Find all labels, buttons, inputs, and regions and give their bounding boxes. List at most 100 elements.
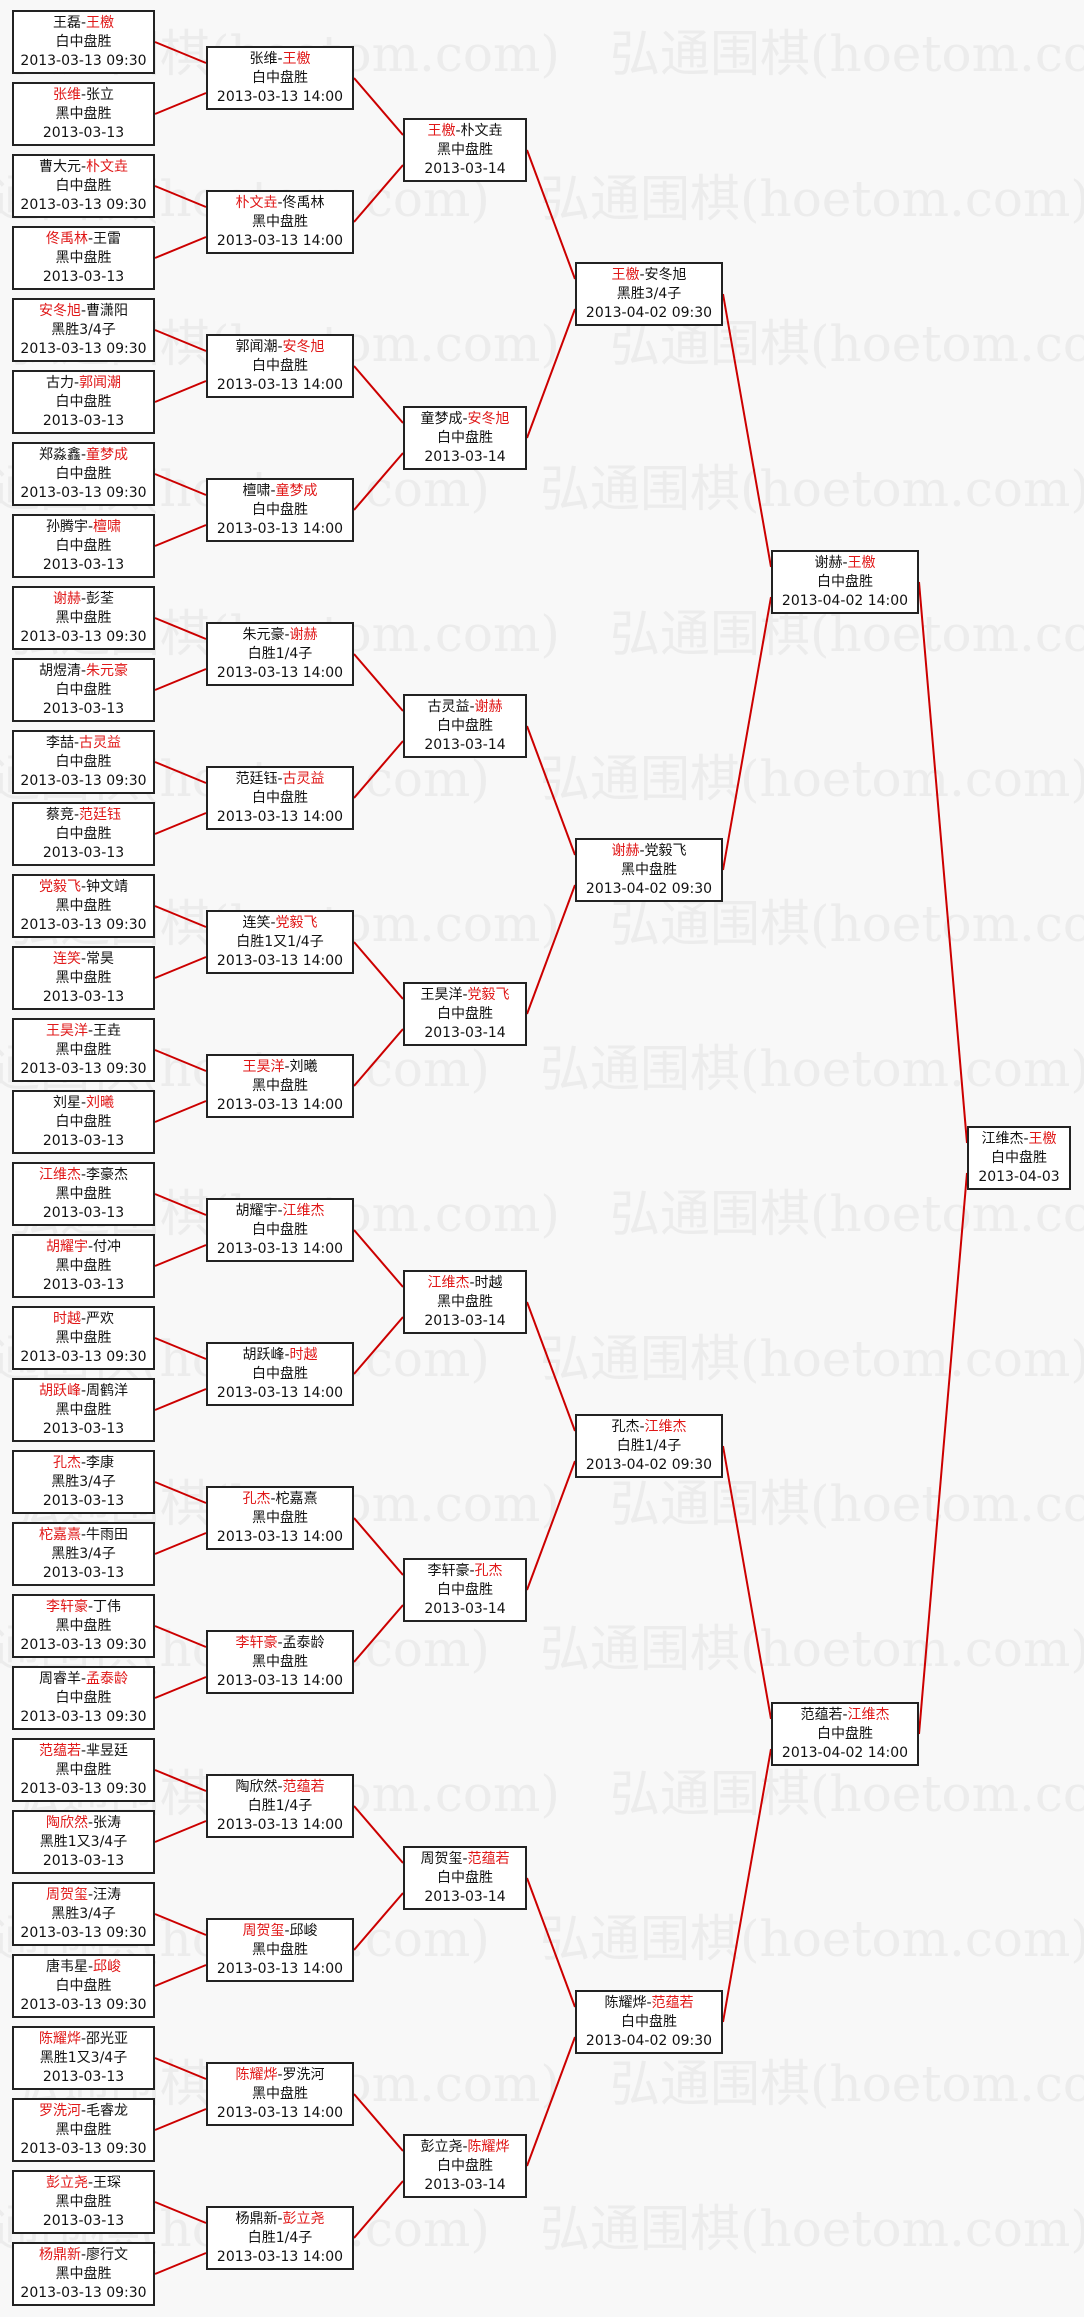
player-white: 汪涛: [93, 1887, 122, 1903]
match-result-text: 黑中盘胜: [55, 1618, 112, 1634]
match-date-text: 2013-04-02 09:30: [585, 1457, 713, 1473]
match-date: 2013-03-13 09:30: [14, 52, 153, 71]
connector-line: [154, 1676, 207, 1699]
connector-line: [353, 1892, 404, 1951]
players-line: 范蕴若-芈昱廷: [14, 1742, 153, 1761]
player-black: 王磊: [52, 15, 81, 31]
match-result-text: 白中盘胜: [55, 394, 112, 410]
match-date: 2013-03-14: [405, 736, 525, 755]
connector-line: [353, 1805, 404, 1864]
players-line: 连笑-党毅飞: [208, 914, 352, 933]
match-result: 白中盘胜: [577, 2013, 721, 2032]
player-black: 檀啸: [242, 483, 271, 499]
player-black: 朱元豪: [242, 627, 285, 643]
players-line: 王昊洋-刘曦: [208, 1058, 352, 1077]
match-result-text: 白中盘胜: [55, 466, 112, 482]
match-date-text: 2013-03-13 14:00: [216, 1385, 344, 1401]
player-white: 江维杰: [644, 1419, 687, 1435]
vs-separator: -: [462, 2139, 468, 2155]
match-date: 2013-03-13: [14, 1492, 153, 1511]
players-line: 党毅飞-钟文靖: [14, 878, 153, 897]
players-line: 曹大元-朴文垚: [14, 158, 153, 177]
players-line: 江维杰-李豪杰: [14, 1166, 153, 1185]
player-black: 江维杰: [981, 1131, 1024, 1147]
player-white: 安冬旭: [467, 411, 510, 427]
players-line: 王昊洋-党毅飞: [405, 986, 525, 1005]
connector-line: [154, 1532, 207, 1555]
match-result-text: 白中盘胜: [437, 1006, 493, 1022]
vs-separator: -: [842, 1707, 848, 1723]
player-black: 安冬旭: [38, 303, 81, 319]
connector-line: [154, 185, 207, 208]
match-result-text: 黑中盘胜: [55, 898, 112, 914]
vs-separator: -: [842, 555, 848, 571]
players-line: 胡耀宇-江维杰: [208, 1202, 352, 1221]
connector-line: [722, 1748, 772, 2023]
player-white: 陈耀烨: [467, 2139, 510, 2155]
